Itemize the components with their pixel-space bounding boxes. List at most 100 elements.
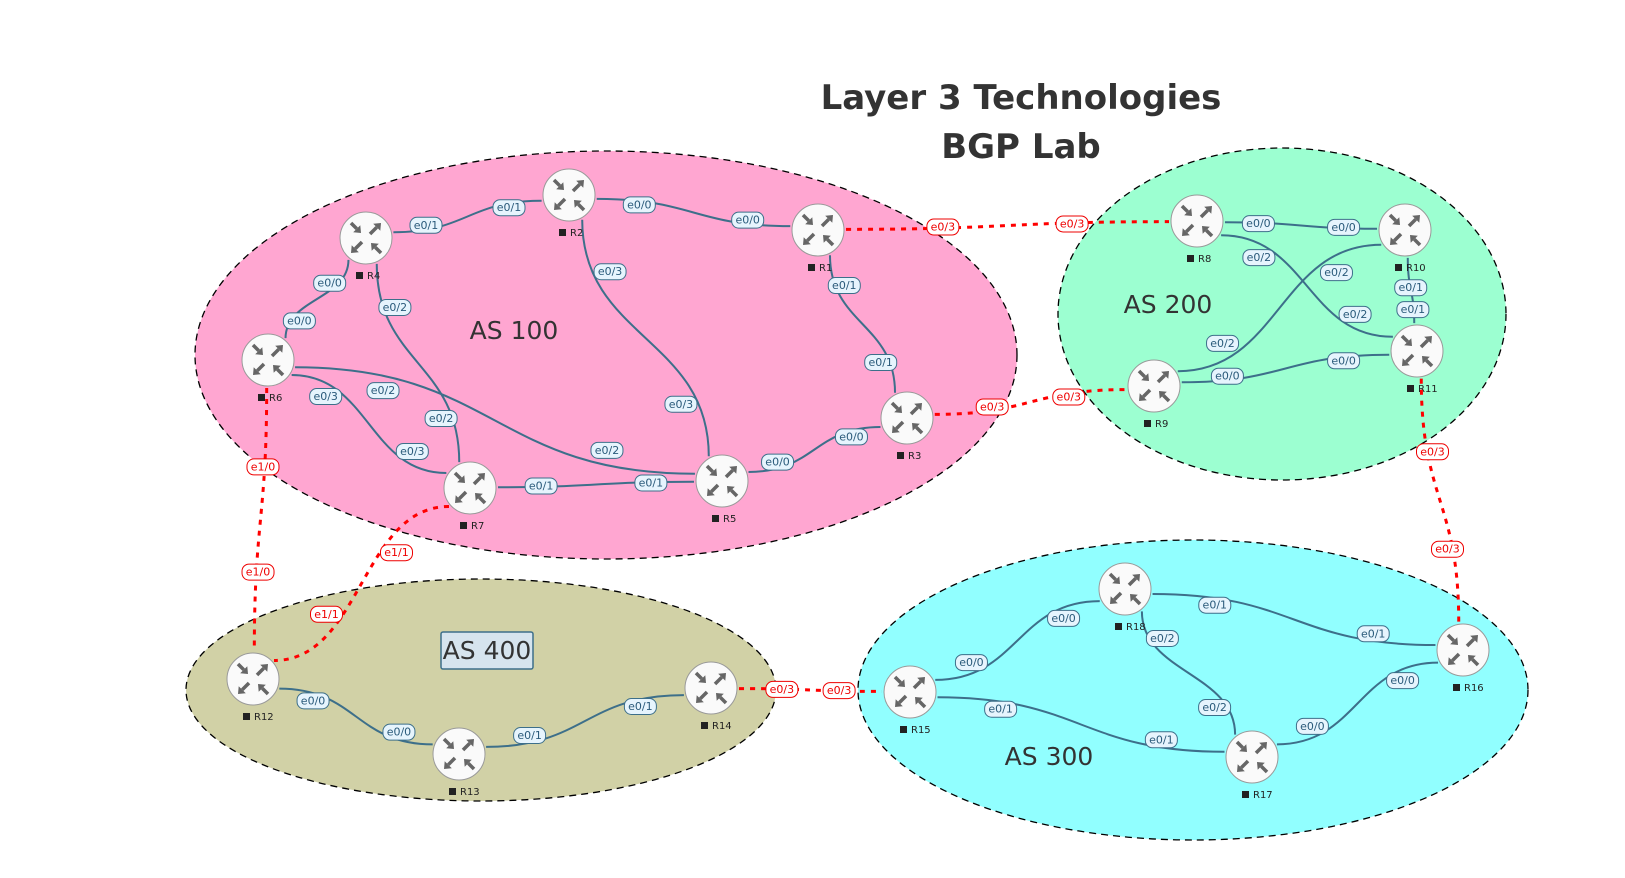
interface-name: e0/1 <box>1149 733 1173 746</box>
link-r17-r16[interactable] <box>1276 661 1439 746</box>
status-square-icon <box>1115 623 1122 630</box>
interface-label: e0/3 <box>1430 540 1464 558</box>
interface-label: e0/2 <box>1206 334 1240 352</box>
link-r12-r13[interactable] <box>279 687 433 746</box>
interface-name: e0/0 <box>287 314 311 327</box>
status-square-icon <box>243 713 250 720</box>
router-r4[interactable]: R4 <box>339 211 393 282</box>
interface-label: e0/1 <box>1144 731 1178 749</box>
external-link-r14-r15[interactable] <box>738 687 883 693</box>
status-square-icon <box>1395 264 1402 271</box>
router-r18[interactable]: R18 <box>1098 562 1152 633</box>
router-r15[interactable]: R15 <box>883 665 937 736</box>
link-r4-r7[interactable] <box>375 263 461 463</box>
router-r3[interactable]: R3 <box>880 391 934 462</box>
area-as300[interactable] <box>857 539 1529 841</box>
link-r9-r10[interactable] <box>1177 243 1382 373</box>
router-r16[interactable]: R16 <box>1436 623 1490 694</box>
router-name: R16 <box>1464 683 1484 694</box>
interface-name: e0/0 <box>1390 674 1414 687</box>
interface-label: e1/1 <box>310 605 344 623</box>
interface-label: e0/2 <box>366 382 400 400</box>
status-square-icon <box>1453 684 1460 691</box>
router-icon <box>1446 633 1480 667</box>
router-r1[interactable]: R1 <box>791 203 845 274</box>
link-r2-r5[interactable] <box>581 219 710 457</box>
interface-label: e0/3 <box>1416 443 1450 461</box>
external-link-r1-r8[interactable] <box>845 220 1170 231</box>
interface-label: e0/1 <box>634 474 668 492</box>
interface-label: e1/1 <box>379 544 413 562</box>
router-r13[interactable]: R13 <box>432 727 486 798</box>
router-r5[interactable]: R5 <box>695 454 749 525</box>
router-name: R6 <box>269 393 282 404</box>
status-square-icon <box>1242 791 1249 798</box>
router-r9[interactable]: R9 <box>1127 359 1181 430</box>
link-r6-r7[interactable] <box>291 373 447 475</box>
router-icon <box>251 343 285 377</box>
interface-name: e0/3 <box>598 265 622 278</box>
router-r2[interactable]: R2 <box>542 168 596 239</box>
router-icon <box>453 471 487 505</box>
router-name: R13 <box>460 787 480 798</box>
interface-name: e0/1 <box>529 480 553 493</box>
interface-label: e1/0 <box>246 458 280 476</box>
interface-name: e1/0 <box>251 460 275 473</box>
status-square-icon <box>808 264 815 271</box>
link-r18-r16[interactable] <box>1152 592 1436 647</box>
status-square-icon <box>900 726 907 733</box>
interface-label: e0/2 <box>424 410 458 428</box>
interface-name: e0/0 <box>1051 612 1075 625</box>
link-r18-r17[interactable] <box>1140 611 1237 735</box>
interface-label: e0/0 <box>1327 218 1361 236</box>
external-link-r11-r16[interactable] <box>1419 378 1461 623</box>
interface-label: e0/0 <box>1241 215 1275 233</box>
router-r8[interactable]: R8 <box>1170 194 1224 265</box>
router-name: R8 <box>1198 254 1211 265</box>
router-r10[interactable]: R10 <box>1378 203 1432 274</box>
interface-label: e0/1 <box>524 477 558 495</box>
status-square-icon <box>1407 385 1414 392</box>
link-r6-r5[interactable] <box>295 366 695 475</box>
link-r8-r11[interactable] <box>1221 234 1393 338</box>
router-icon <box>1180 204 1214 238</box>
router-r6[interactable]: R6 <box>241 333 295 404</box>
interface-name: e0/1 <box>868 356 892 369</box>
interface-label: e0/0 <box>761 453 795 471</box>
router-name: R15 <box>911 725 931 736</box>
as200-label: AS 200 <box>1124 290 1213 319</box>
interface-name: e0/0 <box>765 456 789 469</box>
interface-label: e0/3 <box>664 395 698 413</box>
interface-name: e0/0 <box>959 656 983 669</box>
interface-name: e0/1 <box>1361 627 1385 640</box>
interface-label: e0/1 <box>623 697 657 715</box>
router-name: R12 <box>254 712 274 723</box>
router-r14[interactable]: R14 <box>684 661 738 732</box>
router-r17[interactable]: R17 <box>1225 730 1279 801</box>
interface-name: e0/2 <box>383 301 407 314</box>
interface-name: e0/1 <box>414 219 438 232</box>
interface-label: e0/3 <box>926 218 960 236</box>
link-r15-r18[interactable] <box>935 600 1100 681</box>
interface-name: e0/1 <box>517 729 541 742</box>
external-link-r6-r12[interactable] <box>252 387 269 652</box>
interface-label: e0/0 <box>1047 609 1081 627</box>
diagram-title-line1: Layer 3 Technologies <box>821 78 1222 118</box>
interface-name: e0/3 <box>827 684 851 697</box>
link-r13-r14[interactable] <box>486 694 684 748</box>
router-r7[interactable]: R7 <box>443 461 497 532</box>
interface-label: e0/3 <box>975 398 1009 416</box>
interface-label: e0/1 <box>984 700 1018 718</box>
router-r11[interactable]: R11 <box>1390 324 1444 395</box>
interface-label: e0/1 <box>513 727 547 745</box>
interface-name: e0/3 <box>400 445 424 458</box>
link-r15-r17[interactable] <box>937 696 1225 753</box>
external-link-r7-r12[interactable] <box>274 505 449 662</box>
as300-label: AS 300 <box>1005 742 1094 771</box>
router-name: R18 <box>1126 622 1146 633</box>
router-r12[interactable]: R12 <box>226 652 280 723</box>
router-name: R9 <box>1155 419 1168 430</box>
interface-label: e0/0 <box>954 654 988 672</box>
interface-name: e0/0 <box>1246 217 1270 230</box>
area-as100[interactable] <box>194 150 1018 560</box>
